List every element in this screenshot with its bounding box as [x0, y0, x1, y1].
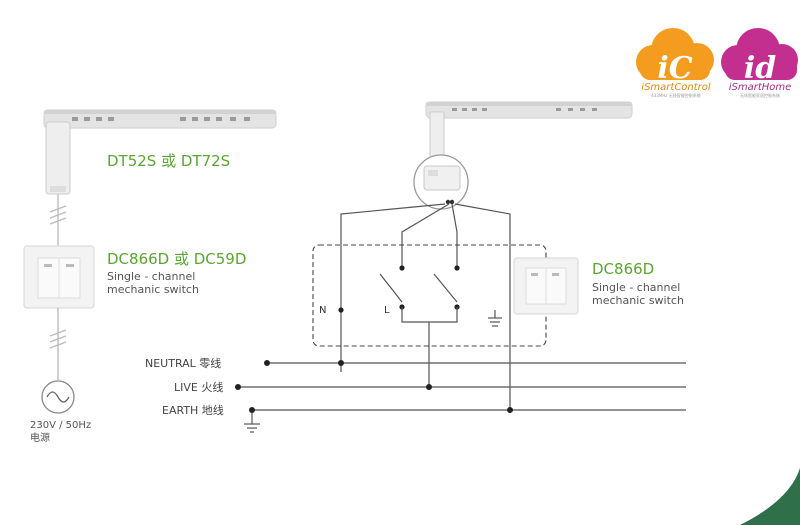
terminal-l-label: L — [384, 305, 390, 316]
left-curtain-motor — [45, 121, 71, 195]
switch-contacts — [379, 265, 460, 387]
power-cn-label: 电源 — [30, 431, 50, 444]
left-cable-lower — [49, 308, 67, 380]
right-switch-label: DC866D — [592, 260, 654, 278]
earth-line — [249, 407, 686, 413]
right-switch-desc-line2: mechanic switch — [592, 294, 684, 307]
n-terminal — [338, 307, 344, 313]
earth-line-label: EARTH 地线 — [162, 403, 224, 417]
right-switch-desc-line1: Single - channel — [592, 281, 680, 294]
left-wall-switch — [23, 245, 95, 309]
neutral-line-label: NEUTRAL 零线 — [145, 356, 221, 370]
neutral-line — [264, 360, 686, 366]
box-ground-icon — [488, 310, 502, 327]
ac-source-icon — [41, 380, 75, 414]
left-switch-desc-line2: mechanic switch — [107, 283, 199, 296]
left-motor-label: DT52S 或 DT72S — [107, 152, 230, 170]
ismartcontrol-logo-tagline: 433MHz 无线智能控制系统 — [651, 92, 700, 98]
live-line — [235, 384, 686, 390]
motor-plug-connector — [413, 154, 469, 210]
corner-decoration — [740, 468, 800, 525]
left-cable-upper — [49, 194, 67, 246]
live-line-label: LIVE 火线 — [174, 380, 223, 394]
right-curtain-track — [425, 101, 633, 165]
motor-wires — [340, 203, 511, 410]
earth-ground-icon — [244, 413, 260, 433]
right-wall-switch — [513, 257, 579, 315]
ismarthome-logo-name: iSmartHome — [729, 82, 792, 93]
ismartcontrol-logo-letters: iC — [657, 51, 692, 86]
ismarthome-logo-tagline: 无线智能家居控制系统 — [740, 92, 780, 98]
power-spec-label: 230V / 50Hz — [30, 420, 91, 431]
ismartcontrol-logo: iC iSmartControl 433MHz 无线智能控制系统 — [636, 28, 714, 98]
ismarthome-logo-letters: id — [744, 51, 776, 86]
left-switch-desc-line1: Single - channel — [107, 270, 195, 283]
left-curtain-track — [43, 109, 277, 129]
ismarthome-logo: id iSmartHome 无线智能家居控制系统 — [721, 28, 798, 98]
left-switch-label: DC866D 或 DC59D — [107, 250, 246, 268]
ismartcontrol-logo-name: iSmartControl — [641, 82, 711, 93]
terminal-n-label: N — [319, 305, 326, 316]
